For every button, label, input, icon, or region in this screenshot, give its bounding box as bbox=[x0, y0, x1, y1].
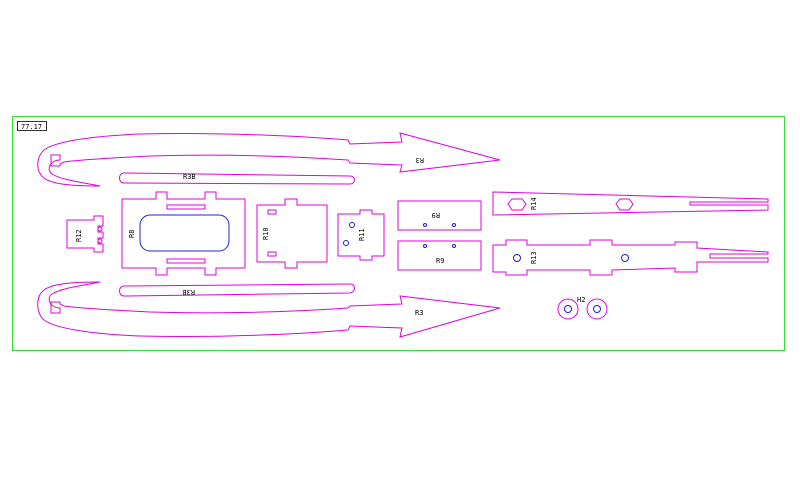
part-r14-hex-hole-2 bbox=[615, 198, 634, 211]
part-r12-notch-2 bbox=[97, 238, 103, 244]
part-r13-hole-2 bbox=[621, 254, 629, 262]
part-label-r11: R11 bbox=[358, 228, 366, 241]
part-r13-hole bbox=[513, 254, 521, 262]
part-r8 bbox=[121, 191, 246, 276]
part-r8-inner-notch bbox=[166, 204, 206, 210]
part-r11-hole bbox=[349, 222, 355, 228]
part-r13 bbox=[492, 239, 769, 276]
part-label-r9-bottom: R9 bbox=[436, 257, 444, 265]
part-label-r13: R13 bbox=[530, 251, 538, 264]
part-r12 bbox=[66, 215, 104, 253]
sheet-tag-text: 77.17 bbox=[21, 123, 42, 131]
part-label-h2: H2 bbox=[577, 296, 585, 304]
part-r10-notch bbox=[267, 209, 277, 215]
part-r9-bottom-hole-2 bbox=[452, 244, 456, 248]
part-h2-disc-2 bbox=[586, 298, 608, 320]
part-r14-hex-hole bbox=[507, 198, 527, 211]
part-label-r10: R10 bbox=[262, 227, 270, 240]
sheet-tag-box bbox=[17, 121, 47, 131]
part-r9-top-hole bbox=[423, 223, 427, 227]
part-r3b-top bbox=[119, 172, 355, 185]
part-h2 bbox=[557, 298, 608, 320]
part-h2-disc-hole bbox=[564, 305, 572, 313]
part-r8-cutout bbox=[139, 214, 230, 252]
part-r11-hole-2 bbox=[343, 240, 349, 246]
part-r11 bbox=[337, 209, 385, 261]
part-r8-inner-notch-2 bbox=[166, 258, 206, 264]
part-label-r3-top: R3 bbox=[416, 156, 424, 164]
part-label-r3b-top: R3B bbox=[183, 173, 196, 181]
part-r3-top bbox=[37, 132, 501, 187]
part-r9-bottom-hole bbox=[423, 244, 427, 248]
part-r3b-bottom bbox=[119, 283, 355, 297]
part-r10-notch-2 bbox=[267, 251, 277, 257]
part-r9-top bbox=[397, 200, 482, 231]
part-h2-disc-2-hole bbox=[593, 305, 601, 313]
part-r14 bbox=[492, 191, 769, 216]
part-label-r8: R8 bbox=[128, 230, 136, 238]
part-label-r3b-bottom: R3B bbox=[182, 288, 195, 296]
part-r12-notch bbox=[97, 226, 103, 232]
part-r9-bottom bbox=[397, 240, 482, 271]
part-h2-disc bbox=[557, 298, 579, 320]
sheet-border bbox=[12, 116, 785, 351]
part-r3-bottom bbox=[37, 281, 501, 338]
part-label-r12: R12 bbox=[75, 229, 83, 242]
sheet-tag: 77.17 bbox=[17, 121, 47, 131]
part-label-r3-bottom: R3 bbox=[415, 309, 423, 317]
part-label-r14: R14 bbox=[530, 197, 538, 210]
part-r9-top-hole-2 bbox=[452, 223, 456, 227]
part-label-r9-top: R9 bbox=[432, 211, 440, 219]
part-r10 bbox=[256, 198, 328, 269]
